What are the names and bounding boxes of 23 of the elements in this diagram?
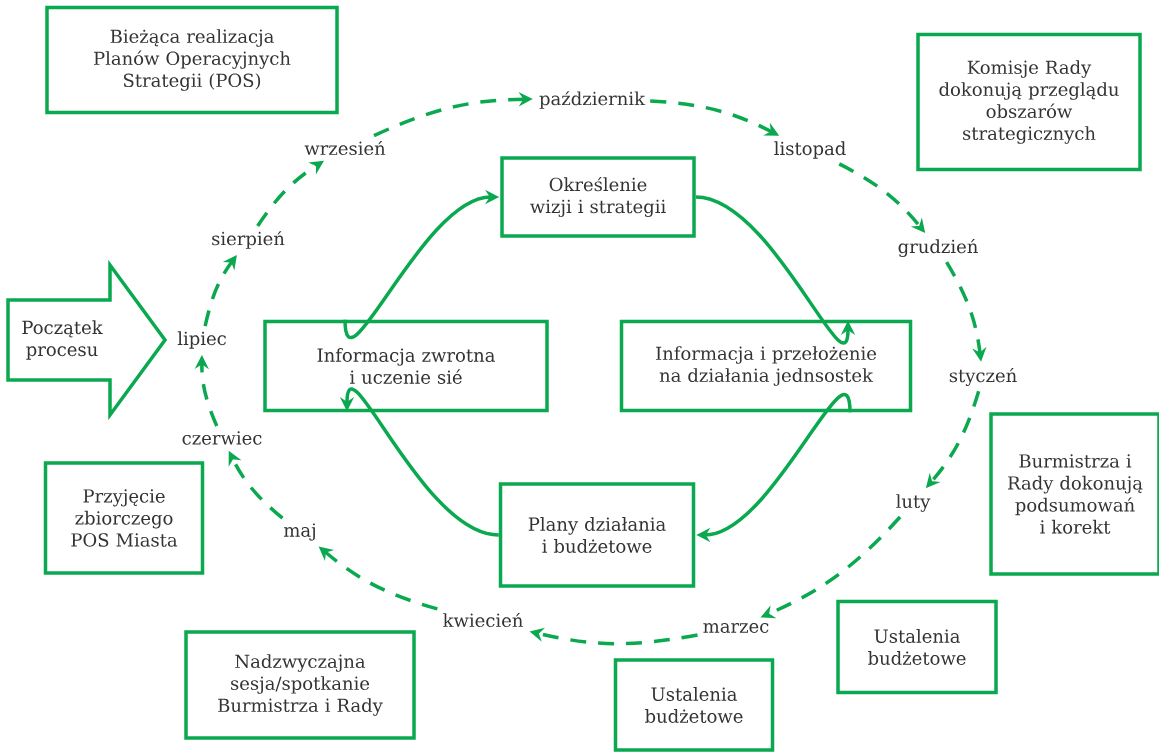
text-box: Ustalenia budżetowe bbox=[613, 658, 775, 752]
text-box: Burmistrza i Rady dokonują podsumowań i korekt bbox=[989, 412, 1159, 576]
month-label: marzec bbox=[703, 623, 769, 633]
month-label: kwiecień bbox=[443, 612, 523, 628]
text-box: Informacja i przełożenie na działania jednsostek bbox=[619, 319, 913, 413]
month-label: listopad bbox=[774, 141, 846, 159]
text-box: Komisje Rady dokonują przeglądu obszarów strategicznych bbox=[916, 32, 1142, 172]
text-box: Bieżąca realizacja Planów Operacyjnych Strategii (POS) bbox=[45, 5, 339, 115]
month-label: lipiec bbox=[177, 331, 226, 349]
month-label: grudzień bbox=[898, 239, 978, 257]
text-box: Ustalenia budżetowe bbox=[836, 599, 998, 695]
month-label: październik bbox=[539, 91, 646, 109]
text-box: Określenie wizji i strategii bbox=[500, 156, 696, 238]
month-label: wrzesień bbox=[304, 140, 386, 156]
month-label: sierpień bbox=[212, 231, 285, 249]
month-label: maj bbox=[283, 523, 315, 541]
month-label: czerwiec bbox=[182, 431, 262, 445]
month-label: styczeń bbox=[949, 368, 1017, 386]
text-box: Informacja zwrotna i uczenie sié bbox=[263, 319, 549, 413]
text-box: Przyjęcie zbiorczego POS Miasta bbox=[43, 461, 205, 575]
text-box: Plany działania i budżetowe bbox=[498, 482, 696, 588]
month-label: luty bbox=[896, 494, 931, 512]
text-box: Nadzwyczajna sesja/spotkanie Burmistrza i Rady bbox=[184, 630, 416, 740]
